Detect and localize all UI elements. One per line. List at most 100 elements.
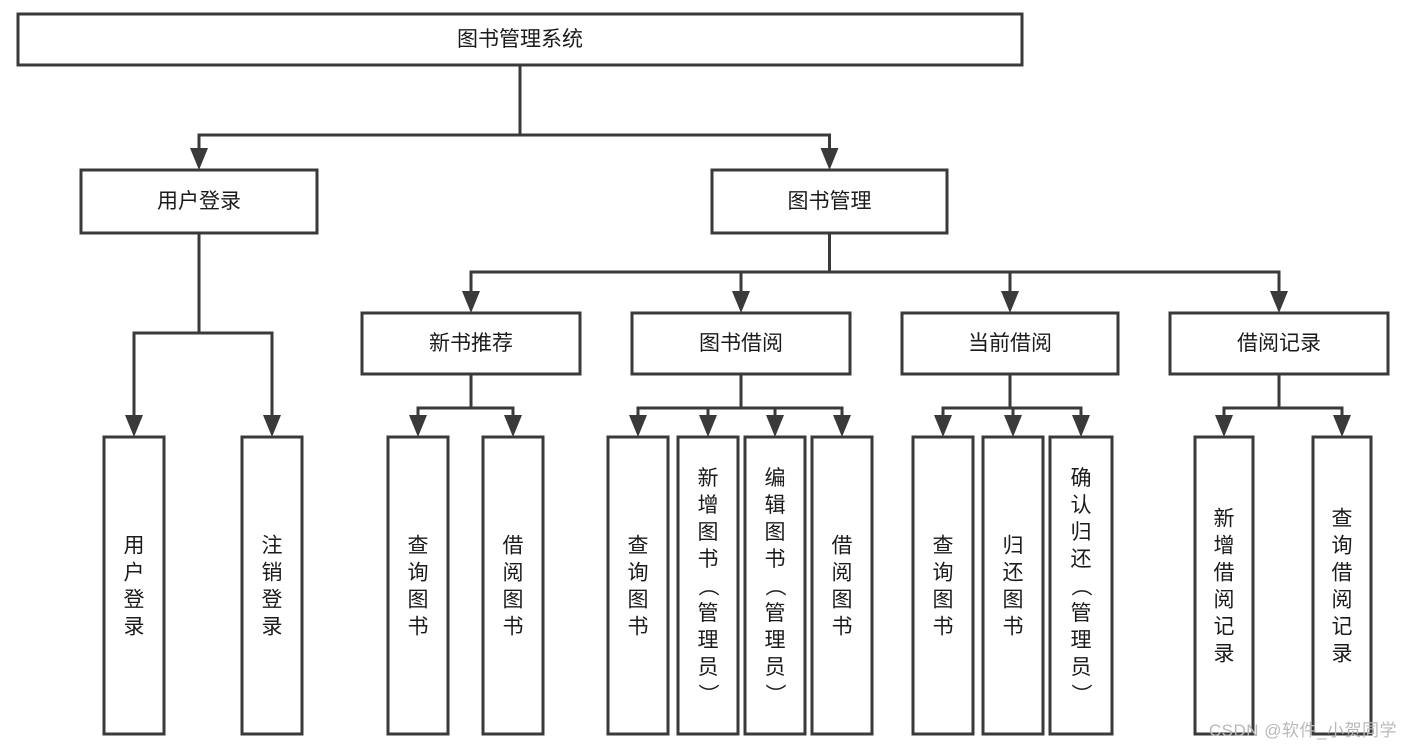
arrow-head-icon bbox=[833, 415, 851, 437]
node-label-char: 录 bbox=[1332, 643, 1353, 666]
node-label-char: 登 bbox=[124, 589, 145, 612]
node-new-book-recommend[interactable]: 新书推荐 bbox=[360, 311, 582, 376]
node-label-root: 图书管理系统 bbox=[457, 28, 583, 51]
node-label-char: 归 bbox=[1003, 535, 1024, 558]
node-label-char: 阅 bbox=[503, 562, 524, 585]
node-label-char: 登 bbox=[262, 589, 283, 612]
arrow-head-icon bbox=[1072, 415, 1090, 437]
node-box-user-login bbox=[79, 168, 319, 235]
node-label-current-borrow: 当前借阅 bbox=[968, 332, 1052, 355]
node-label-char: 理 bbox=[1071, 629, 1092, 652]
node-box-query-book-2 bbox=[606, 435, 670, 736]
arrow-head-icon bbox=[934, 415, 952, 437]
node-label-char: 理 bbox=[765, 629, 786, 652]
node-label-char: 理 bbox=[698, 629, 719, 652]
node-book-borrow[interactable]: 图书借阅 bbox=[630, 311, 852, 376]
arrow-head-icon bbox=[732, 291, 750, 313]
node-label-char: 注 bbox=[262, 535, 283, 558]
node-label-char: 借 bbox=[832, 535, 853, 558]
node-label-char: 员 bbox=[698, 656, 719, 679]
node-label-char: 借 bbox=[1214, 562, 1235, 585]
node-borrow-book-2[interactable]: 借阅图书借阅图书 bbox=[810, 435, 874, 736]
node-label-char: 书 bbox=[408, 616, 429, 639]
node-label-char: 书 bbox=[933, 616, 954, 639]
node-box-add-book-admin bbox=[676, 435, 740, 736]
node-label-char: 图 bbox=[1003, 589, 1024, 612]
node-label-char: 借 bbox=[503, 535, 524, 558]
node-current-borrow[interactable]: 当前借阅 bbox=[900, 311, 1120, 376]
node-label-borrow-record: 借阅记录 bbox=[1237, 332, 1321, 355]
node-label-char: 录 bbox=[124, 616, 145, 639]
node-box-borrow-record bbox=[1168, 311, 1390, 376]
arrow-head-icon bbox=[263, 415, 281, 437]
arrow-head-icon bbox=[125, 415, 143, 437]
node-label-char: 查 bbox=[1332, 508, 1353, 531]
arrow-head-icon bbox=[1004, 415, 1022, 437]
arrow-head-icon bbox=[504, 415, 522, 437]
node-box-query-book-3 bbox=[911, 435, 975, 736]
node-label-char: 询 bbox=[408, 562, 429, 585]
node-label-char: （ bbox=[696, 576, 719, 597]
node-label-char: 认 bbox=[1071, 494, 1092, 517]
node-label-char: 销 bbox=[262, 562, 283, 585]
node-label-char: 增 bbox=[1214, 535, 1235, 558]
node-label-char: 录 bbox=[262, 616, 283, 639]
arrow-head-icon bbox=[462, 291, 480, 313]
node-box-new-book-recommend bbox=[360, 311, 582, 376]
node-query-borrow-record[interactable]: 查询借阅记录查询借阅记录 bbox=[1311, 435, 1373, 736]
node-label-char: 新 bbox=[698, 467, 719, 490]
arrow-head-icon bbox=[1270, 291, 1288, 313]
connector-layer bbox=[125, 63, 1351, 437]
node-label-char: 用 bbox=[124, 535, 145, 558]
node-label-char: 借 bbox=[1332, 562, 1353, 585]
node-label-char: （ bbox=[763, 576, 786, 597]
node-label-char: 询 bbox=[1332, 535, 1353, 558]
node-box-root bbox=[16, 12, 1024, 67]
node-user-logout[interactable]: 注销登录注销登录 bbox=[240, 435, 304, 736]
node-add-borrow-record[interactable]: 新增借阅记录新增借阅记录 bbox=[1193, 435, 1255, 736]
node-label-char: 书 bbox=[503, 616, 524, 639]
node-label-char: 归 bbox=[1071, 521, 1092, 544]
node-label-char: 查 bbox=[933, 535, 954, 558]
node-label-char: 还 bbox=[1071, 548, 1092, 571]
node-query-book-1[interactable]: 查询图书查询图书 bbox=[386, 435, 450, 736]
node-borrow-book-1[interactable]: 借阅图书借阅图书 bbox=[481, 435, 545, 736]
arrow-head-icon bbox=[820, 148, 839, 170]
node-query-book-2[interactable]: 查询图书查询图书 bbox=[606, 435, 670, 736]
node-return-book[interactable]: 归还图书归还图书 bbox=[981, 435, 1045, 736]
node-label-char: 图 bbox=[933, 589, 954, 612]
node-user-login[interactable]: 用户登录 bbox=[79, 168, 319, 235]
node-box-query-book-1 bbox=[386, 435, 450, 736]
node-label-book-borrow: 图书借阅 bbox=[699, 332, 783, 355]
node-label-char: 图 bbox=[832, 589, 853, 612]
node-label-char: 确 bbox=[1071, 467, 1092, 490]
node-label-char: 管 bbox=[698, 602, 719, 625]
node-label-char: 图 bbox=[408, 589, 429, 612]
node-label-char: ） bbox=[1069, 684, 1092, 705]
node-borrow-record[interactable]: 借阅记录 bbox=[1168, 311, 1390, 376]
node-box-user-logout bbox=[240, 435, 304, 736]
node-book-management[interactable]: 图书管理 bbox=[710, 168, 949, 235]
node-label-char: 阅 bbox=[832, 562, 853, 585]
arrow-head-icon bbox=[629, 415, 647, 437]
arrow-head-icon bbox=[190, 148, 208, 170]
node-label-char: 录 bbox=[1214, 643, 1235, 666]
node-label-char: ） bbox=[763, 684, 786, 705]
node-label-char: 书 bbox=[765, 548, 786, 571]
node-root[interactable]: 图书管理系统 bbox=[16, 12, 1024, 67]
arrow-head-icon bbox=[1215, 415, 1233, 437]
node-box-current-borrow bbox=[900, 311, 1120, 376]
node-box-book-borrow bbox=[630, 311, 852, 376]
node-box-add-borrow-record bbox=[1193, 435, 1255, 736]
node-label-char: 还 bbox=[1003, 562, 1024, 585]
arrow-head-icon bbox=[409, 415, 427, 437]
node-label-char: 图 bbox=[503, 589, 524, 612]
node-label-book-management: 图书管理 bbox=[788, 190, 872, 213]
node-label-char: 新 bbox=[1214, 508, 1235, 531]
node-query-book-3[interactable]: 查询图书查询图书 bbox=[911, 435, 975, 736]
